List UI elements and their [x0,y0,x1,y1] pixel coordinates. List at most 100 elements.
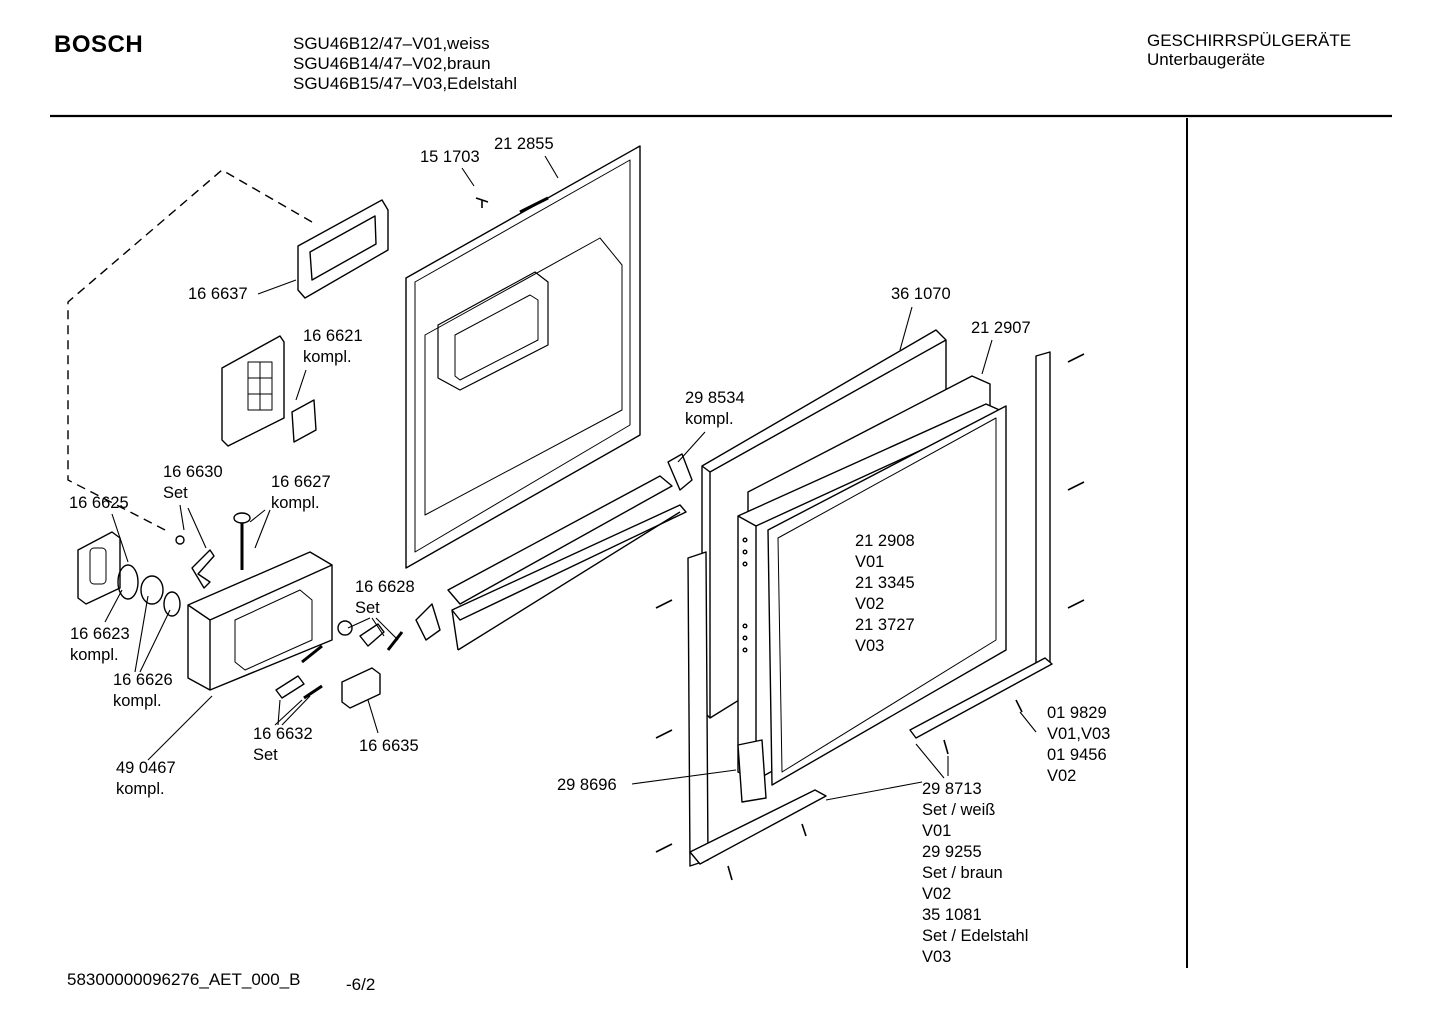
model-line: SGU46B15/47–V03,Edelstahl [293,74,517,93]
screw [655,729,673,739]
part-number: 15 1703 [420,148,480,166]
part-number: 16 6630 [163,463,223,481]
part-number: 16 6623 [70,625,130,643]
category-title: GESCHIRRSPÜLGERÄTE [1147,31,1352,50]
dispenser-unit [187,551,333,691]
part-label-166637: 16 6637 [188,284,248,305]
part-label-166625: 16 6625 [69,493,129,514]
hinge-bracket [667,453,693,491]
part-variant: V01 [922,822,952,840]
dispenser-frame [297,199,389,299]
spring-2 [301,644,323,664]
latch [275,675,305,699]
screw [1015,699,1023,713]
part-label-166628: 16 6628 Set [355,577,415,619]
part-note: Set / Edelstahl [922,927,1029,945]
seal-ring [117,564,139,600]
part-label-212907: 21 2907 [971,318,1031,339]
part-variant: V02 [922,885,952,903]
part-note: Set / braun [922,864,1003,882]
part-number: 21 3727 [855,616,915,634]
part-label-490467: 49 0467 kompl. [116,758,176,800]
part-label-166630: 16 6630 Set [163,462,223,504]
part-number: 35 1081 [922,906,982,924]
part-variant: V01,V03 [1047,725,1111,743]
part-variant: V02 [855,595,885,613]
screws [475,197,1085,881]
screw [1067,481,1085,491]
part-number: 36 1070 [891,285,951,303]
brand-logo: BOSCH [54,31,144,58]
leader-lines [104,155,1037,801]
control-strip [742,537,748,653]
screw [655,843,673,853]
part-label-166627: 16 6627 kompl. [271,472,331,514]
inner-door [405,145,641,569]
part-label-166626: 16 6626 kompl. [113,670,173,712]
part-note: Set / weiß [922,801,996,819]
screw [475,197,489,208]
cap [140,575,164,605]
part-number: 21 2907 [971,319,1031,337]
category-block: GESCHIRRSPÜLGERÄTE Unterbaugeräte [1147,31,1351,69]
part-note: Set [253,746,278,764]
part-note: kompl. [271,494,320,512]
spring [175,535,185,545]
part-label-361070: 36 1070 [891,284,951,305]
o-ring [163,591,181,617]
part-number: 16 6628 [355,578,415,596]
screw [655,599,673,609]
part-label-298534: 29 8534 kompl. [685,388,745,430]
part-variant: V02 [1047,767,1077,785]
lever [191,549,215,589]
lever-set [359,623,385,647]
document-id: 58300000096276_AET_000_B [67,970,301,989]
part-label-166632: 16 6632 Set [253,724,313,766]
part-note: Set [163,484,188,502]
part-label-166635: 16 6635 [359,736,419,757]
part-number: 21 2855 [494,135,554,153]
decor-panel [767,405,1007,786]
model-line: SGU46B14/47–V02,braun [293,54,491,73]
float-valve [233,512,251,570]
part-note: kompl. [70,646,119,664]
model-line: SGU46B12/47–V01,weiss [293,34,490,53]
model-list: SGU46B12/47–V01,weiss SGU46B14/47–V02,br… [293,34,517,94]
assembly-dash-line [67,169,313,531]
part-label-212855: 21 2855 [494,134,554,155]
spring-3 [303,684,323,700]
screw [943,739,949,755]
part-number: 16 6635 [359,737,419,755]
spring-1 [386,631,404,651]
bottom-strip [737,739,767,803]
part-label-298696: 29 8696 [557,775,617,796]
screw [1067,599,1085,609]
part-note: kompl. [113,692,162,710]
part-number: 16 6637 [188,285,248,303]
category-subtitle: Unterbaugeräte [1147,50,1266,69]
part-number: 29 9255 [922,843,982,861]
part-label-298713: 29 8713 Set / weiß V01 29 9255 Set / bra… [922,779,1028,968]
part-number: 16 6621 [303,327,363,345]
ball [337,620,353,636]
part-label-166621: 16 6621 kompl. [303,326,363,368]
screw [727,865,733,881]
part-note: kompl. [116,780,165,798]
screw [1067,353,1085,363]
part-number: 21 2908 [855,532,915,550]
part-number: 16 6625 [69,494,129,512]
part-number: 49 0467 [116,759,176,777]
screw [801,823,807,837]
decor-frame [687,351,1053,867]
part-number: 29 8696 [557,776,617,794]
part-note: kompl. [685,410,734,428]
dispenser-cover [77,531,121,605]
part-variant: V03 [922,948,952,966]
hinge-part [415,603,441,641]
part-number: 29 8713 [922,780,982,798]
part-label-166623: 16 6623 kompl. [70,624,130,666]
part-label-019829: 01 9829 V01,V03 01 9456 V02 [1047,703,1110,787]
part-number: 01 9456 [1047,746,1107,764]
part-number: 16 6632 [253,725,313,743]
